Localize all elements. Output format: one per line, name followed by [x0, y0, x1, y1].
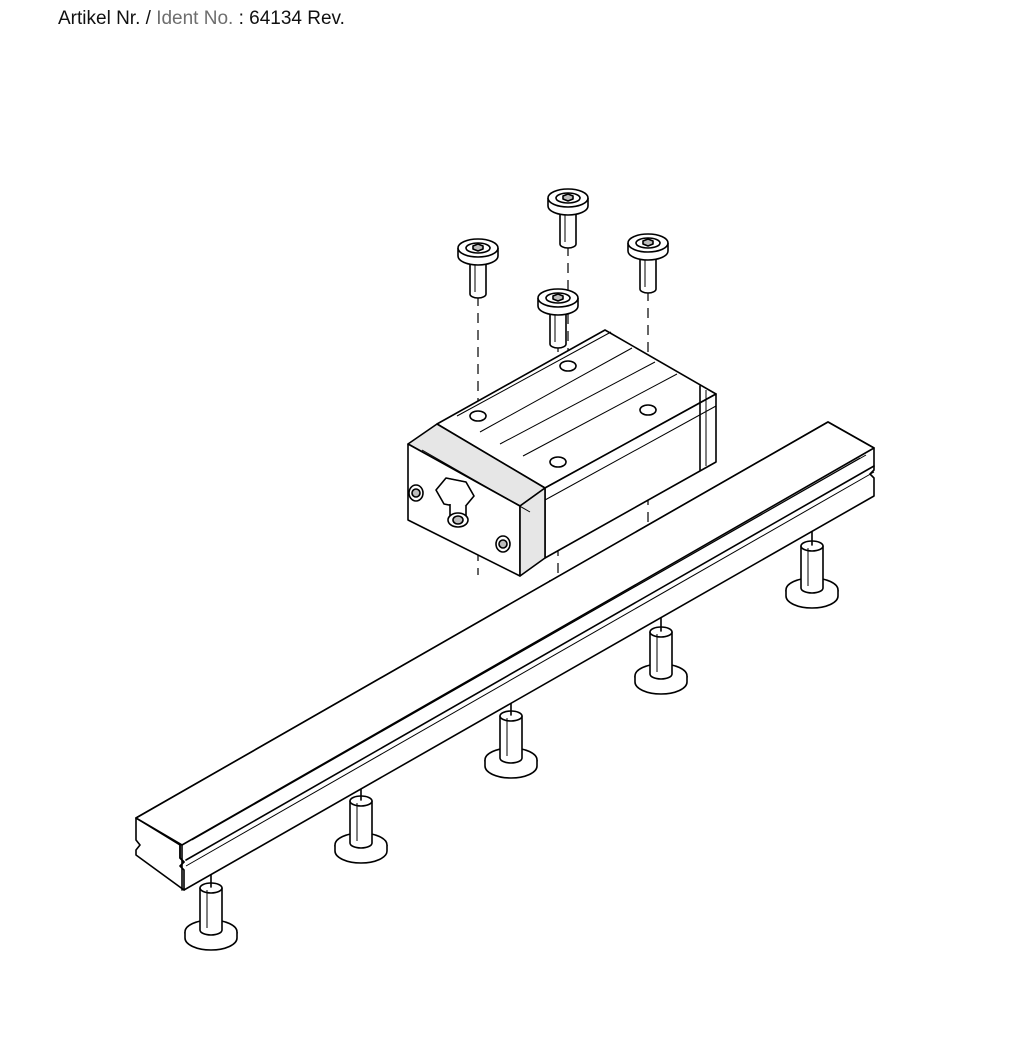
ident-number: 64134 Rev. — [249, 8, 345, 29]
rail-bolt-icon — [334, 795, 388, 864]
rail-bolt-icon — [484, 710, 538, 779]
button-head-screw-icon — [547, 188, 589, 249]
carriage-block — [407, 329, 717, 577]
end-cap-screw-icon — [495, 535, 511, 553]
linear-guide-rail — [135, 421, 875, 891]
button-head-screw-icon — [457, 238, 499, 299]
grease-nipple-icon — [435, 477, 475, 528]
label-de: Artikel Nr. / — [58, 8, 151, 29]
separator: : — [238, 8, 244, 29]
button-head-screw-icon — [627, 233, 669, 294]
ident-number-header: Artikel Nr. / Ident No. : 64134 Rev. — [58, 8, 345, 30]
rail-bolt-icon — [785, 540, 839, 609]
rail-bolt-icon — [634, 626, 688, 695]
button-head-screw-icon — [537, 288, 579, 349]
end-cap-screw-icon — [408, 484, 424, 502]
rail-bolt-icon — [184, 882, 238, 951]
carriage-screws — [457, 188, 669, 349]
label-en: Ident No. — [156, 8, 234, 29]
